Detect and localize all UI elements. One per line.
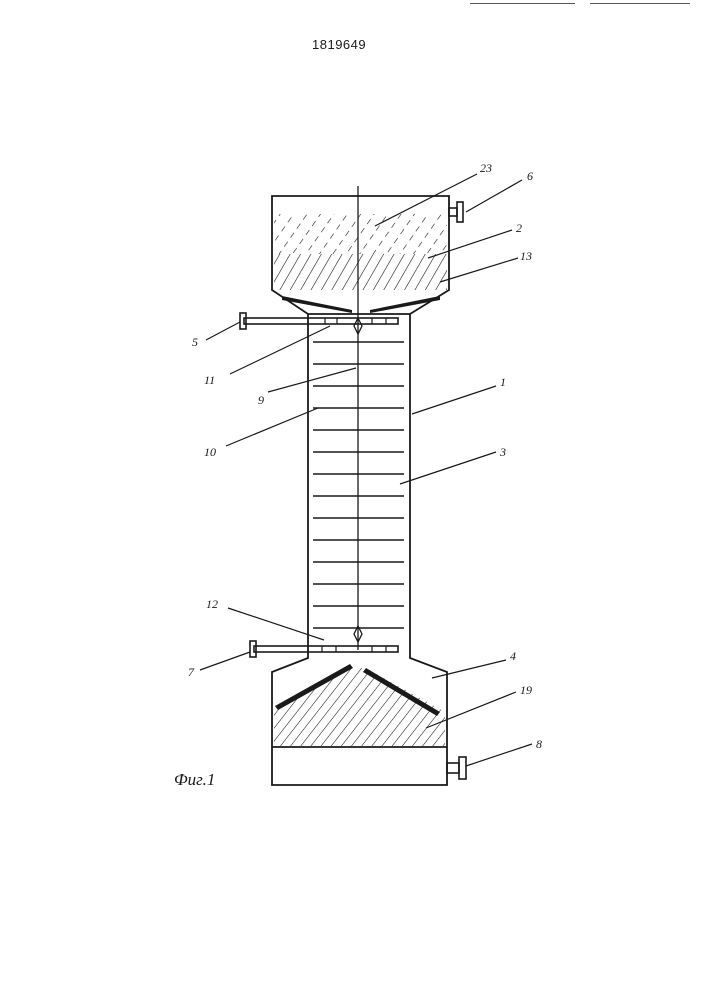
upper-dense-layer	[274, 254, 447, 290]
outlet-pipe-6	[449, 208, 457, 216]
label-1: 1	[500, 375, 506, 389]
label-6: 6	[527, 169, 533, 183]
flange-7	[250, 641, 256, 657]
flange-5	[240, 313, 246, 329]
label-12: 12	[206, 597, 218, 611]
label-4: 4	[510, 649, 516, 663]
top-chamber	[272, 196, 449, 314]
label-8: 8	[536, 737, 542, 751]
flange-6	[457, 202, 463, 222]
flange-8	[459, 757, 466, 779]
upper-loose-layer	[274, 214, 447, 254]
label-13: 13	[520, 249, 532, 263]
label-10: 10	[204, 445, 216, 459]
lower-feed-pipe	[250, 641, 398, 657]
right-deflector-plate	[370, 296, 440, 313]
outlet-pipe-8	[447, 763, 459, 773]
label-23: 23	[480, 161, 492, 175]
figure-caption: Фиг.1	[174, 770, 215, 790]
label-11: 11	[204, 373, 215, 387]
label-7: 7	[188, 665, 195, 679]
bottom-settled-layer	[274, 668, 445, 746]
bottom-chamber	[272, 652, 466, 785]
label-9: 9	[258, 393, 264, 407]
label-5: 5	[192, 335, 198, 349]
label-2: 2	[516, 221, 522, 235]
label-19: 19	[520, 683, 532, 697]
label-3: 3	[499, 445, 506, 459]
